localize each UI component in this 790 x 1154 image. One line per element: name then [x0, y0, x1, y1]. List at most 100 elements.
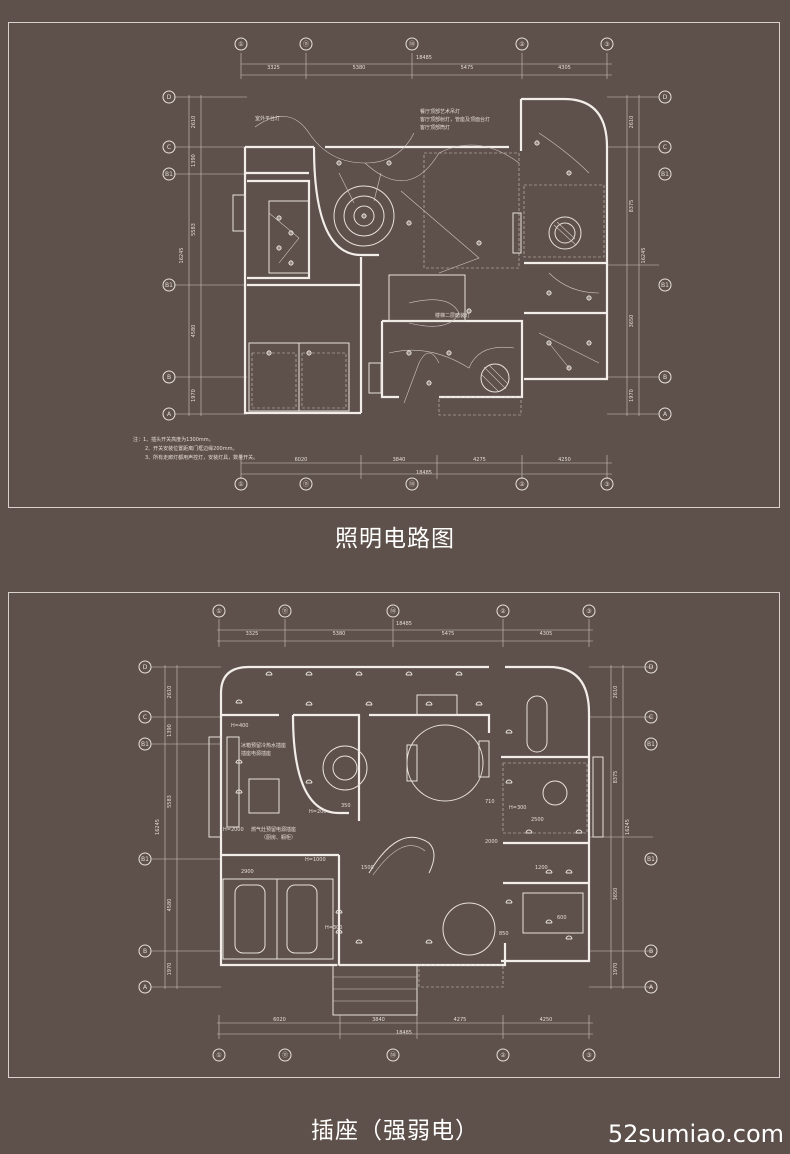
- left-dim-4: 1970: [191, 389, 197, 402]
- axis-left-0: D: [162, 90, 176, 104]
- svg-text:B1: B1: [141, 741, 149, 748]
- axis-right-5: A: [644, 980, 658, 994]
- light-symbol: [566, 365, 572, 371]
- svg-text:②: ②: [500, 1052, 506, 1059]
- bottom-dim-0: 6020: [273, 1017, 286, 1023]
- axis-top-4: ③: [582, 604, 596, 618]
- socket-symbol: [405, 671, 413, 676]
- svg-text:①: ①: [216, 1052, 221, 1059]
- socket-symbols: [235, 671, 583, 944]
- right-dim-0: 2610: [613, 686, 619, 699]
- svg-text:①: ①: [238, 481, 243, 488]
- terrace-light-label: 室外平台灯: [255, 115, 280, 122]
- axis-bottom-0: ①: [234, 477, 248, 491]
- svg-text:⑭: ⑭: [409, 480, 415, 488]
- right-dimension-lines: [589, 665, 653, 989]
- dim-1200: 1200: [535, 865, 548, 871]
- socket-symbol: [425, 939, 433, 944]
- socket-symbol: [525, 829, 533, 834]
- socket-symbol: [335, 909, 343, 914]
- right-dim-2: 3650: [613, 888, 619, 901]
- right-dim-3: 1970: [613, 963, 619, 976]
- axis-left-2: B1: [138, 737, 152, 751]
- socket-symbol: [355, 939, 363, 944]
- svg-text:③: ③: [604, 41, 609, 48]
- socket-symbol: [305, 701, 313, 706]
- axis-right-2: B1: [644, 737, 658, 751]
- top-dimension-lines: [217, 619, 593, 647]
- svg-text:B1: B1: [647, 741, 655, 748]
- axis-bottom-3: ②: [496, 1048, 510, 1062]
- svg-text:B: B: [663, 374, 667, 381]
- axis-top-0: ①: [234, 37, 248, 51]
- kitchen-socket-label-2: （厨房、橱柜）: [261, 834, 296, 841]
- svg-text:⑭: ⑭: [409, 40, 415, 48]
- svg-text:B1: B1: [141, 856, 149, 863]
- svg-text:⑪: ⑪: [282, 1051, 288, 1059]
- bottom-dimension-lines: [217, 1015, 593, 1039]
- axis-bottom-2: ⑭: [386, 1048, 400, 1062]
- axis-bottom-1: ⑪: [278, 1048, 292, 1062]
- svg-text:C: C: [143, 714, 147, 721]
- socket-symbol: [305, 779, 313, 784]
- axis-right-1: C: [644, 710, 658, 724]
- right-dimension-lines: [607, 95, 659, 416]
- bottom-dim-2: 4275: [454, 1017, 467, 1023]
- floor-plan-walls: [243, 97, 609, 415]
- axis-bottom-3: ②: [515, 477, 529, 491]
- axis-bottom-1: ⑪: [299, 477, 313, 491]
- axis-top-0: ①: [212, 604, 226, 618]
- axis-right-5: A: [658, 407, 672, 421]
- axis-bottom-4: ③: [600, 477, 614, 491]
- svg-text:D: D: [143, 664, 148, 671]
- socket-symbol: [575, 829, 583, 834]
- dim-600: 600: [557, 915, 567, 921]
- svg-text:D: D: [167, 94, 172, 101]
- svg-text:⑪: ⑪: [282, 607, 288, 615]
- svg-text:A: A: [663, 411, 668, 418]
- top-dim-1: 5380: [333, 631, 346, 637]
- svg-text:⑪: ⑪: [303, 40, 309, 48]
- axis-left-0: D: [138, 660, 152, 674]
- height-mark-400: H=400: [231, 723, 249, 729]
- left-dim-3: 4580: [167, 899, 173, 912]
- dining-light-label: 餐厅顶部艺术吊灯: [420, 108, 460, 115]
- socket-symbol: [545, 869, 553, 874]
- svg-text:D: D: [649, 664, 654, 671]
- bottom-dim-3: 4250: [558, 457, 571, 463]
- socket-symbol: [505, 779, 513, 784]
- top-total: 18485: [396, 621, 412, 627]
- lighting-wires: [254, 116, 600, 404]
- left-dim-1: 1390: [167, 724, 173, 737]
- light-symbol: [546, 340, 552, 346]
- axis-top-1: ⑪: [278, 604, 292, 618]
- light-symbol: [276, 245, 282, 251]
- axis-top-3: ②: [496, 604, 510, 618]
- svg-text:B1: B1: [647, 856, 655, 863]
- top-dimension-lines: [240, 53, 612, 79]
- socket-symbol: [565, 869, 573, 874]
- left-total: 16245: [155, 819, 161, 835]
- light-symbol: [386, 160, 392, 166]
- floor-plan-walls: [219, 665, 591, 967]
- svg-text:①: ①: [216, 608, 221, 615]
- living-downlight-label: 客厅顶部筒灯: [420, 124, 450, 131]
- socket-symbol: [475, 701, 483, 706]
- kitchen-socket-label: 燃气灶预留电源插座: [251, 826, 296, 833]
- light-symbol: [566, 170, 572, 176]
- svg-text:①: ①: [238, 41, 243, 48]
- dim-2900: 2900: [241, 869, 254, 875]
- light-symbol: [336, 160, 342, 166]
- height-mark-2000: H=2000: [223, 827, 244, 833]
- dim-710: 710: [485, 799, 495, 805]
- site-watermark: 52sumiao.com: [607, 1120, 784, 1148]
- socket-symbol: [505, 899, 513, 904]
- light-symbol: [546, 290, 552, 296]
- left-dim-1: 1390: [191, 154, 197, 167]
- light-symbol: [466, 308, 472, 314]
- socket-symbol: [235, 759, 243, 764]
- light-symbol: [586, 340, 592, 346]
